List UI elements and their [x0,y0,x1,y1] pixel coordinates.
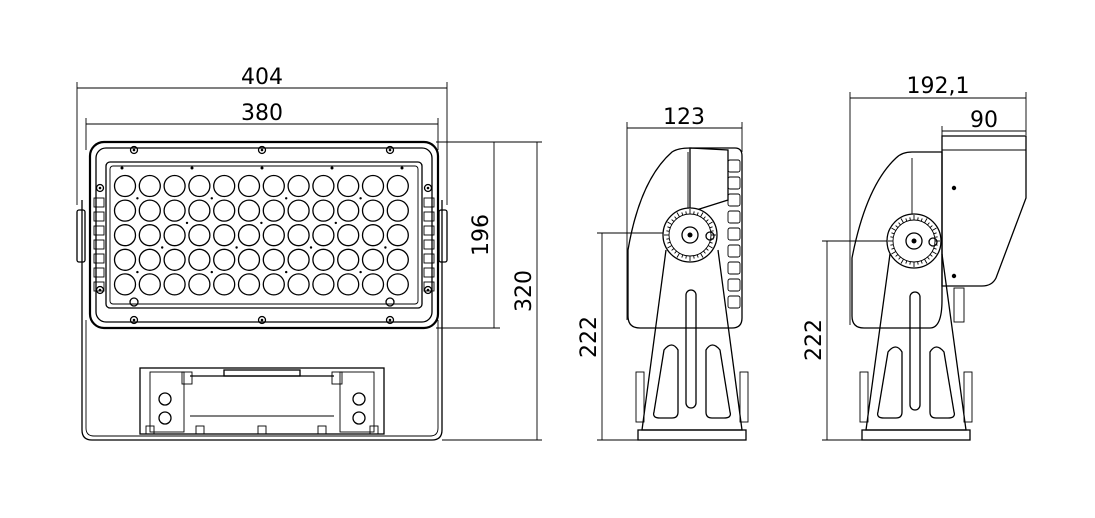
dim-depth-1-label: 123 [663,105,705,130]
led [287,248,310,271]
pivot-dial-2 [886,213,942,269]
led [138,273,161,296]
mounting-bracket [81,200,443,441]
dim-overall-width: 404 [76,65,448,205]
led [386,199,409,222]
front-view: 404 380 196 320 [76,65,542,441]
dim-pivot-height-2-label: 222 [802,319,827,361]
led [113,224,137,247]
led [361,248,385,271]
led [361,174,385,198]
housing-profile-1 [627,147,743,329]
led [312,174,335,198]
led [287,199,310,222]
led [337,248,360,271]
led [163,273,186,296]
dim-overall-height-label: 320 [512,270,537,312]
led [213,224,236,247]
led [113,248,137,271]
led [138,224,161,247]
led [386,248,409,271]
led [188,224,211,247]
led [213,199,236,222]
dim-panel-height: 196 [436,141,500,329]
led [237,199,261,222]
dim-box-depth-2-label: 90 [970,108,998,133]
dim-panel-height-label: 196 [469,214,494,256]
led [188,273,211,296]
led [287,174,310,198]
dim-box-depth-2: 90 [941,108,1026,150]
led [312,224,335,247]
led [213,273,236,296]
led [188,248,211,271]
led [138,174,161,198]
led [386,273,409,296]
led [312,248,335,271]
led [138,248,161,271]
led [337,273,360,296]
led [262,248,285,271]
led [163,174,186,198]
dim-depth-1: 123 [626,105,743,320]
led [213,174,236,198]
dim-depth-2-label: 192,1 [907,74,970,99]
led [337,199,360,222]
led [237,273,261,296]
led [113,199,137,222]
led-grid [113,174,409,296]
led [262,273,285,296]
led [312,199,335,222]
led [386,224,409,247]
led [163,224,186,247]
dim-housing-width: 380 [85,101,439,150]
led [337,224,360,247]
led [262,224,285,247]
led [312,273,335,296]
led [237,224,261,247]
driver-box [139,367,385,435]
side-view-1: 123 222 [577,105,749,441]
led [138,199,161,222]
side-view-2: 192,1 90 222 [802,74,1027,441]
pivot-dial-1 [662,207,718,263]
dim-overall-height: 320 [438,141,542,441]
led [188,174,211,198]
housing-profile-2 [851,151,943,329]
dim-pivot-height-2: 222 [802,240,912,441]
led [163,248,186,271]
led-panel [105,161,423,309]
yoke-2 [865,253,967,431]
led [188,199,211,222]
led [361,273,385,296]
led [237,248,261,271]
driver-box-profile [941,135,1027,287]
led [213,248,236,271]
dim-housing-width-label: 380 [241,101,283,126]
housing [88,140,440,330]
led [361,199,385,222]
led [287,273,310,296]
led [262,174,285,198]
dim-pivot-height-1-label: 222 [577,316,602,358]
led [113,273,137,296]
led [237,174,261,198]
led [386,174,409,198]
yoke-1 [641,249,743,431]
led [287,224,310,247]
led [113,174,137,198]
dim-depth-2: 192,1 [849,74,1027,325]
led [163,199,186,222]
led [337,174,360,198]
dim-pivot-height-1: 222 [577,232,688,441]
led [262,199,285,222]
dim-overall-width-label: 404 [241,65,283,90]
led [361,224,385,247]
